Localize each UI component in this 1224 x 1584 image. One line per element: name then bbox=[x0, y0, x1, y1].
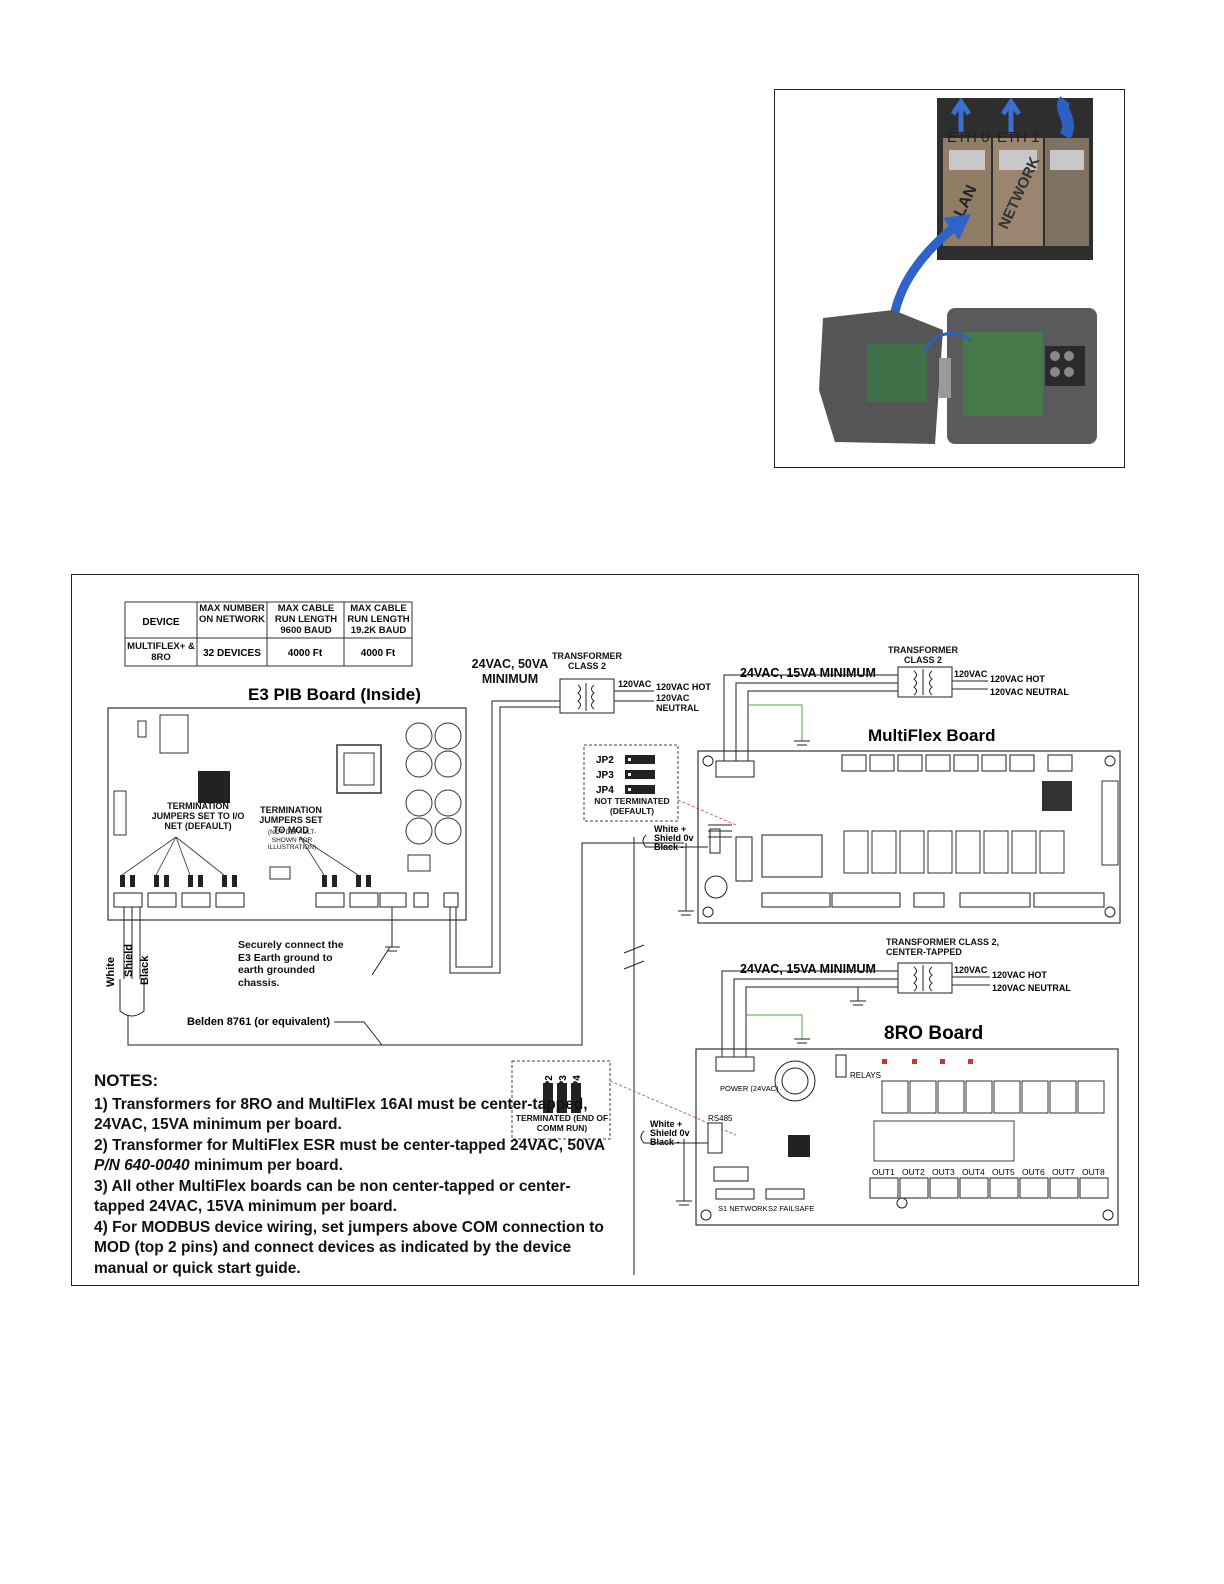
e3-network-cable: White Shield Black Belden 8761 (or equiv… bbox=[105, 842, 684, 1046]
ro-output-terminal bbox=[959, 1177, 989, 1199]
e3-processor-chip bbox=[198, 771, 230, 803]
ro-output-label: OUT6 bbox=[1022, 1167, 1045, 1177]
ro-s2-label: S2 FAILSAFE bbox=[768, 1204, 814, 1213]
ro-output-label: OUT2 bbox=[902, 1167, 925, 1177]
note-2-tail: minimum per board. bbox=[193, 1157, 343, 1174]
ro-relays-label: RELAYS bbox=[850, 1071, 881, 1080]
ro-jumper-callout: JP2 JP3 JP4 TERMINATED (END OF COMM RUN) bbox=[511, 1060, 737, 1140]
transformer-mf-primary: 120VAC bbox=[954, 669, 988, 679]
ro-output-terminal bbox=[1049, 1177, 1079, 1199]
transformer-e3: TRANSFORMER CLASS 2 24VAC, 50VA MINIMUM … bbox=[471, 651, 711, 714]
note-2-part-number: P/N 640-0040 bbox=[94, 1157, 190, 1174]
up-arrow-icon bbox=[950, 97, 972, 134]
note-1: 1) Transformers for 8RO and MultiFlex 16… bbox=[94, 1095, 588, 1134]
main-board-photo bbox=[963, 332, 1043, 416]
mf-jp3-label: JP3 bbox=[596, 770, 614, 781]
ro-output-terminal bbox=[869, 1177, 899, 1199]
mf-wire-white: White + bbox=[654, 824, 686, 834]
ro-rs485-label: RS485 bbox=[708, 1114, 733, 1123]
ro-output-terminal bbox=[989, 1177, 1019, 1199]
earth-ground-note: Securely connect the E3 Earth ground to … bbox=[238, 939, 344, 989]
ro-output-terminal bbox=[1019, 1177, 1049, 1199]
transformer-mf-rating: 24VAC, 15VA MINIMUM bbox=[740, 666, 876, 680]
ro-output-terminals: OUT1 OUT2 OUT3 OUT4 OUT5 OUT6 OUT7 OUT8 bbox=[869, 1167, 1109, 1199]
ro-power-label: POWER (24VAC) bbox=[720, 1084, 779, 1093]
ro-output-terminal bbox=[929, 1177, 959, 1199]
transformer-e3-neutral: 120VAC NEUTRAL bbox=[656, 693, 699, 713]
multiflex-board: MultiFlex Board bbox=[623, 726, 1121, 1275]
transformer-ro-primary: 120VAC bbox=[954, 965, 988, 975]
transformer-e3-rating: 24VAC, 50VA MINIMUM bbox=[471, 657, 549, 686]
e3-pib-board: E3 PIB Board (Inside) bbox=[107, 685, 467, 989]
mf-jp4-label: JP4 bbox=[596, 785, 614, 796]
mf-wire-shield: Shield 0v bbox=[654, 833, 694, 843]
wiring-diagram-svg: DEVICE MAX NUMBER ON NETWORK MAX CABLE R… bbox=[105, 601, 1121, 1275]
term-mod-note: (NOT DEFAULT- SHOWN FOR ILLUSTRATION) bbox=[267, 829, 317, 851]
table-header-device: DEVICE bbox=[142, 617, 180, 628]
ro-output-label: OUT4 bbox=[962, 1167, 985, 1177]
note-4: 4) For MODBUS device wiring, set jumpers… bbox=[94, 1218, 604, 1277]
table-header-19200: MAX CABLE RUN LENGTH 19.2K BAUD bbox=[347, 603, 410, 636]
ro-processor-chip bbox=[788, 1135, 810, 1157]
table-cell-device: MULTIFLEX+ & 8RO bbox=[127, 641, 195, 663]
up-arrow-icon bbox=[1000, 97, 1022, 134]
table-header-9600: MAX CABLE RUN LENGTH 9600 BAUD bbox=[274, 603, 338, 636]
e3-board-title: E3 PIB Board (Inside) bbox=[248, 685, 421, 704]
note-2: 2) Transformer for MultiFlex ESR must be… bbox=[94, 1136, 614, 1177]
multiflex-board-title: MultiFlex Board bbox=[868, 726, 996, 745]
transformer-mf-label: TRANSFORMER CLASS 2 bbox=[888, 645, 958, 665]
port-label-eth1: ETH 1 bbox=[997, 129, 1040, 146]
ro-wire-white: White + bbox=[650, 1119, 682, 1129]
note-2-text: 2) Transformer for MultiFlex ESR must be… bbox=[94, 1136, 605, 1154]
transformer-ro-rating: 24VAC, 15VA MINIMUM bbox=[740, 962, 876, 976]
transformer-ro-neutral: 120VAC NEUTRAL bbox=[992, 983, 1071, 993]
term-mod-label: TERMINATION JUMPERS SET TO MOD bbox=[259, 805, 323, 833]
port-label-eth0: ETH 0 bbox=[947, 129, 990, 146]
ro-output-terminal bbox=[1079, 1177, 1109, 1199]
transformer-e3-hot: 120VAC HOT bbox=[656, 682, 711, 692]
mf-jp2-label: JP2 bbox=[596, 755, 614, 766]
network-cable bbox=[1057, 96, 1075, 140]
transformer-e3-label: TRANSFORMER CLASS 2 bbox=[552, 651, 622, 671]
wire-label-black: Black bbox=[139, 955, 151, 985]
table-header-max-number: MAX NUMBER ON NETWORK bbox=[199, 603, 265, 625]
controller-photo: ETH 0 ETH 1 LAN NETWORK bbox=[819, 96, 1097, 444]
term-io-label: TERMINATION JUMPERS SET TO I/O NET (DEFA… bbox=[151, 801, 245, 831]
ro-output-label: OUT3 bbox=[932, 1167, 955, 1177]
ro-output-label: OUT5 bbox=[992, 1167, 1015, 1177]
transformer-ro-hot: 120VAC HOT bbox=[992, 970, 1047, 980]
pib-board-photo bbox=[867, 344, 927, 402]
ro-s1-label: S1 NETWORK bbox=[718, 1204, 768, 1213]
wire-label-white: White bbox=[105, 957, 117, 987]
ro-jumper-state: TERMINATED (END OF COMM RUN) bbox=[515, 1113, 609, 1133]
multiflex-jumper-callout: JP2 JP3 JP4 NOT TERMINATED (DEFAULT) bbox=[583, 744, 737, 826]
notes-section: NOTES: 1) Transformers for 8RO and Multi… bbox=[94, 1071, 614, 1279]
ro-output-label: OUT1 bbox=[872, 1167, 895, 1177]
ro-output-terminal bbox=[899, 1177, 929, 1199]
controller-photo-panel: ETH 0 ETH 1 LAN NETWORK bbox=[774, 89, 1125, 468]
transformer-8ro: TRANSFORMER CLASS 2, CENTER-TAPPED 24VAC… bbox=[721, 937, 1071, 1061]
mf-jumper-state: NOT TERMINATED (DEFAULT) bbox=[594, 796, 670, 816]
table-cell-9600: 4000 Ft bbox=[288, 648, 323, 659]
ro-wire-black: Black - bbox=[650, 1137, 680, 1147]
transformer-multiflex: TRANSFORMER CLASS 2 24VAC, 15VA MINIMUM … bbox=[723, 645, 1069, 761]
transformer-mf-neutral: 120VAC NEUTRAL bbox=[990, 687, 1069, 697]
mf-qr-code bbox=[1042, 781, 1072, 811]
ro-output-label: OUT7 bbox=[1052, 1167, 1075, 1177]
note-3: 3) All other MultiFlex boards can be non… bbox=[94, 1177, 571, 1216]
notes-heading: NOTES: bbox=[94, 1071, 159, 1090]
transformer-e3-primary: 120VAC bbox=[618, 679, 652, 689]
belden-cable-label: Belden 8761 (or equivalent) bbox=[187, 1016, 330, 1028]
wire-label-shield: Shield bbox=[123, 944, 135, 977]
transformer-ro-label: TRANSFORMER CLASS 2, CENTER-TAPPED bbox=[886, 937, 1000, 957]
ro-board: 8RO Board POWER (24VAC) RELAYS RS485 bbox=[640, 1023, 1119, 1226]
ro-wire-shield: Shield 0v bbox=[650, 1128, 690, 1138]
ro-board-title: 8RO Board bbox=[884, 1023, 983, 1044]
ro-output-label: OUT8 bbox=[1082, 1167, 1105, 1177]
table-cell-19200: 4000 Ft bbox=[361, 648, 396, 659]
table-cell-max-number: 32 DEVICES bbox=[203, 648, 261, 659]
wiring-diagram: DEVICE MAX NUMBER ON NETWORK MAX CABLE R… bbox=[71, 574, 1139, 1286]
spec-table: DEVICE MAX NUMBER ON NETWORK MAX CABLE R… bbox=[124, 601, 413, 667]
transformer-mf-hot: 120VAC HOT bbox=[990, 674, 1045, 684]
